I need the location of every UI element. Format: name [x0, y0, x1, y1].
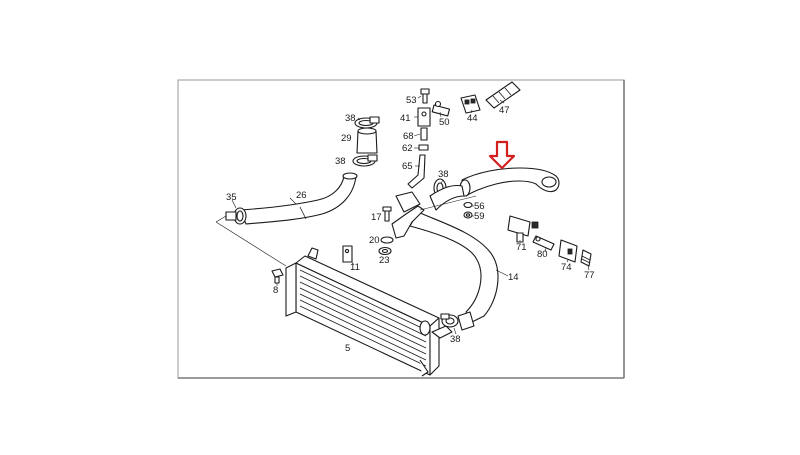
- label-65: 65: [402, 161, 413, 172]
- part-11: [342, 245, 353, 263]
- bolt-8: [271, 268, 284, 284]
- label-26: 26: [296, 190, 307, 201]
- label-56: 56: [474, 201, 485, 212]
- label-5: 5: [345, 343, 350, 354]
- label-59: 59: [474, 211, 485, 222]
- sensor-71: [507, 215, 539, 243]
- pipe-outlet: [457, 311, 475, 331]
- part-50: [431, 100, 451, 117]
- bracket-41: [417, 107, 431, 127]
- pipe-14: [409, 184, 499, 323]
- label-62: 62: [402, 143, 413, 154]
- label-77: 77: [584, 270, 595, 281]
- washer-20: [380, 236, 394, 244]
- clamp-35: [225, 207, 247, 225]
- hose-26: [239, 172, 358, 225]
- label-38-top: 38: [345, 113, 356, 124]
- label-41: 41: [400, 113, 411, 124]
- hose-highlighted: [459, 167, 560, 197]
- label-68: 68: [403, 131, 414, 142]
- clamp-38-mid: [352, 154, 378, 167]
- part-56: [463, 201, 473, 209]
- label-29: 29: [341, 133, 352, 144]
- label-20: 20: [369, 235, 380, 246]
- label-53: 53: [406, 95, 417, 106]
- leader-lines: [215, 95, 590, 335]
- intercooler-fins: [299, 269, 427, 367]
- label-14: 14: [508, 272, 519, 283]
- connector-68-62-65: [407, 127, 429, 189]
- label-35: 35: [226, 192, 237, 203]
- sleeve-29: [356, 127, 378, 154]
- label-38-right: 38: [438, 169, 449, 180]
- label-50: 50: [439, 117, 450, 128]
- label-23: 23: [379, 255, 390, 266]
- intercooler: [285, 247, 453, 377]
- part-77: [580, 249, 592, 267]
- label-44: 44: [467, 113, 478, 124]
- bolt-53: [420, 88, 430, 104]
- part-59: [463, 211, 473, 219]
- label-47: 47: [499, 105, 510, 116]
- highlight-arrow: [488, 140, 516, 170]
- part-47: [485, 81, 521, 109]
- label-17: 17: [371, 212, 382, 223]
- label-74: 74: [561, 262, 572, 273]
- label-80: 80: [537, 249, 548, 260]
- label-8: 8: [273, 285, 278, 296]
- bolt-17: [382, 206, 392, 222]
- bracket-center: [391, 191, 425, 239]
- label-38-mid: 38: [335, 156, 346, 167]
- clamp-38-top: [354, 116, 380, 129]
- part-80: [532, 235, 555, 251]
- diagram-frame: [177, 79, 625, 379]
- part-74: [558, 239, 578, 263]
- clamp-38-bottom: [440, 313, 459, 328]
- nut-23: [378, 246, 392, 256]
- part-labels: 53 41 50 44 47 38 29 68 62 38 65 38 35 2…: [226, 95, 595, 354]
- label-11: 11: [350, 262, 360, 273]
- part-44: [460, 94, 481, 114]
- label-38-bottom: 38: [450, 334, 461, 345]
- label-71: 71: [516, 242, 527, 253]
